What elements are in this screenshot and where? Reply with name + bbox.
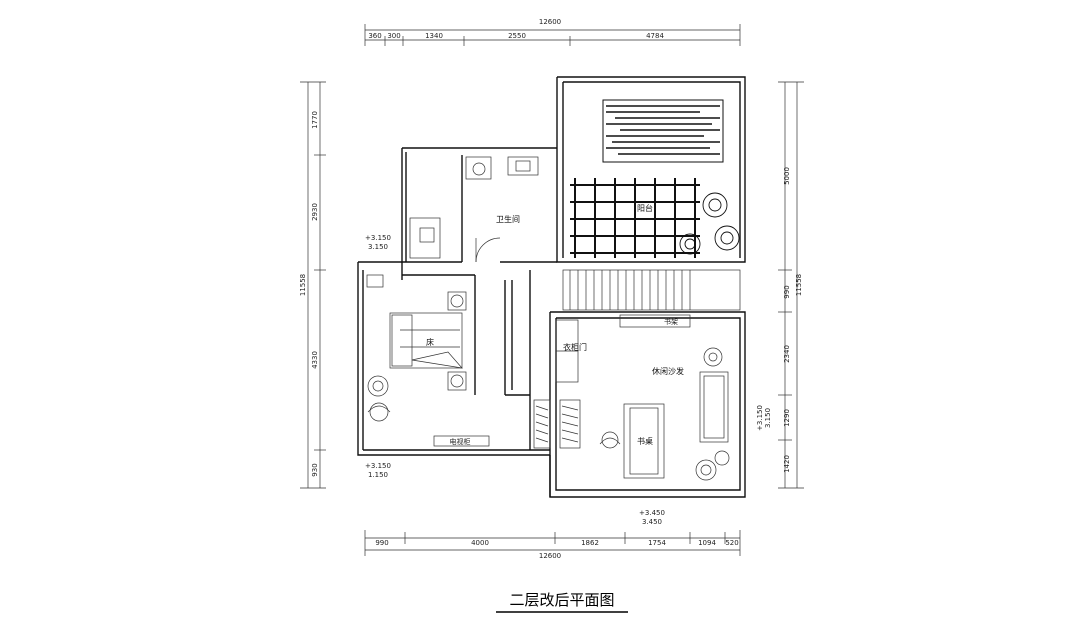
bottom-dim-1: 990	[375, 539, 388, 547]
top-total-dim: 12600	[539, 18, 561, 26]
bottom-total-dim: 12600	[539, 552, 561, 560]
closet-label: 衣柜门	[563, 342, 587, 352]
bed-label: 床	[426, 337, 434, 347]
elevation-marker-2b: 1.150	[368, 471, 388, 479]
terrace-tiles	[570, 178, 700, 258]
top-dim-3: 1340	[425, 32, 443, 40]
plant-icon	[679, 192, 740, 255]
right-dimensions	[778, 81, 804, 489]
right-dim-4: 1290	[783, 409, 791, 427]
elevation-marker-3: +3.450	[639, 509, 665, 517]
top-dim-5: 4784	[646, 32, 664, 40]
right-dim-3: 2340	[783, 345, 791, 363]
top-dim-1: 360	[368, 32, 381, 40]
elevation-marker-1: +3.150	[365, 234, 391, 242]
lounge-label: 休闲沙发	[652, 366, 684, 376]
shelf-label: 书架	[664, 317, 678, 326]
left-dim-1: 1770	[311, 111, 319, 129]
lounge-furniture	[599, 314, 730, 481]
bathroom-label: 卫生间	[496, 214, 520, 224]
bathroom-fixtures	[409, 156, 539, 263]
terrace-decking	[602, 99, 724, 163]
left-total-dim: 11558	[299, 274, 307, 296]
left-dim-3: 4330	[311, 351, 319, 369]
staircase	[562, 269, 741, 311]
elevation-marker-1b: 3.150	[368, 243, 388, 251]
left-dimensions	[300, 81, 326, 489]
bedroom-furniture	[366, 274, 490, 447]
bottom-dim-6: 520	[725, 539, 738, 547]
cabinet-label: 电视柜	[450, 437, 471, 446]
left-dim-4: 930	[311, 463, 319, 476]
desk-label: 书桌	[637, 436, 653, 446]
elevation-marker-2: +3.150	[365, 462, 391, 470]
bottom-dimensions	[364, 530, 741, 556]
wardrobe	[533, 319, 581, 449]
right-dim-5: 1420	[783, 455, 791, 473]
top-dimensions	[364, 24, 741, 46]
elevation-marker-4b: 3.150	[764, 408, 772, 428]
elevation-marker-3b: 3.450	[642, 518, 662, 526]
drawing-title: 二层改后平面图	[509, 591, 614, 609]
bottom-dim-4: 1754	[648, 539, 666, 547]
right-dim-1: 5000	[783, 167, 791, 185]
walls	[357, 76, 746, 498]
terrace-label: 阳台	[637, 203, 653, 213]
bottom-dim-2: 4000	[471, 539, 489, 547]
bottom-dim-5: 1094	[698, 539, 716, 547]
top-dim-2: 300	[387, 32, 400, 40]
elevation-marker-4: +3.150	[756, 405, 764, 431]
right-dim-2: 990	[783, 285, 791, 298]
right-total-dim: 11558	[795, 274, 803, 296]
left-dim-2: 2930	[311, 203, 319, 221]
top-dim-4: 2550	[508, 32, 526, 40]
bottom-dim-3: 1862	[581, 539, 599, 547]
